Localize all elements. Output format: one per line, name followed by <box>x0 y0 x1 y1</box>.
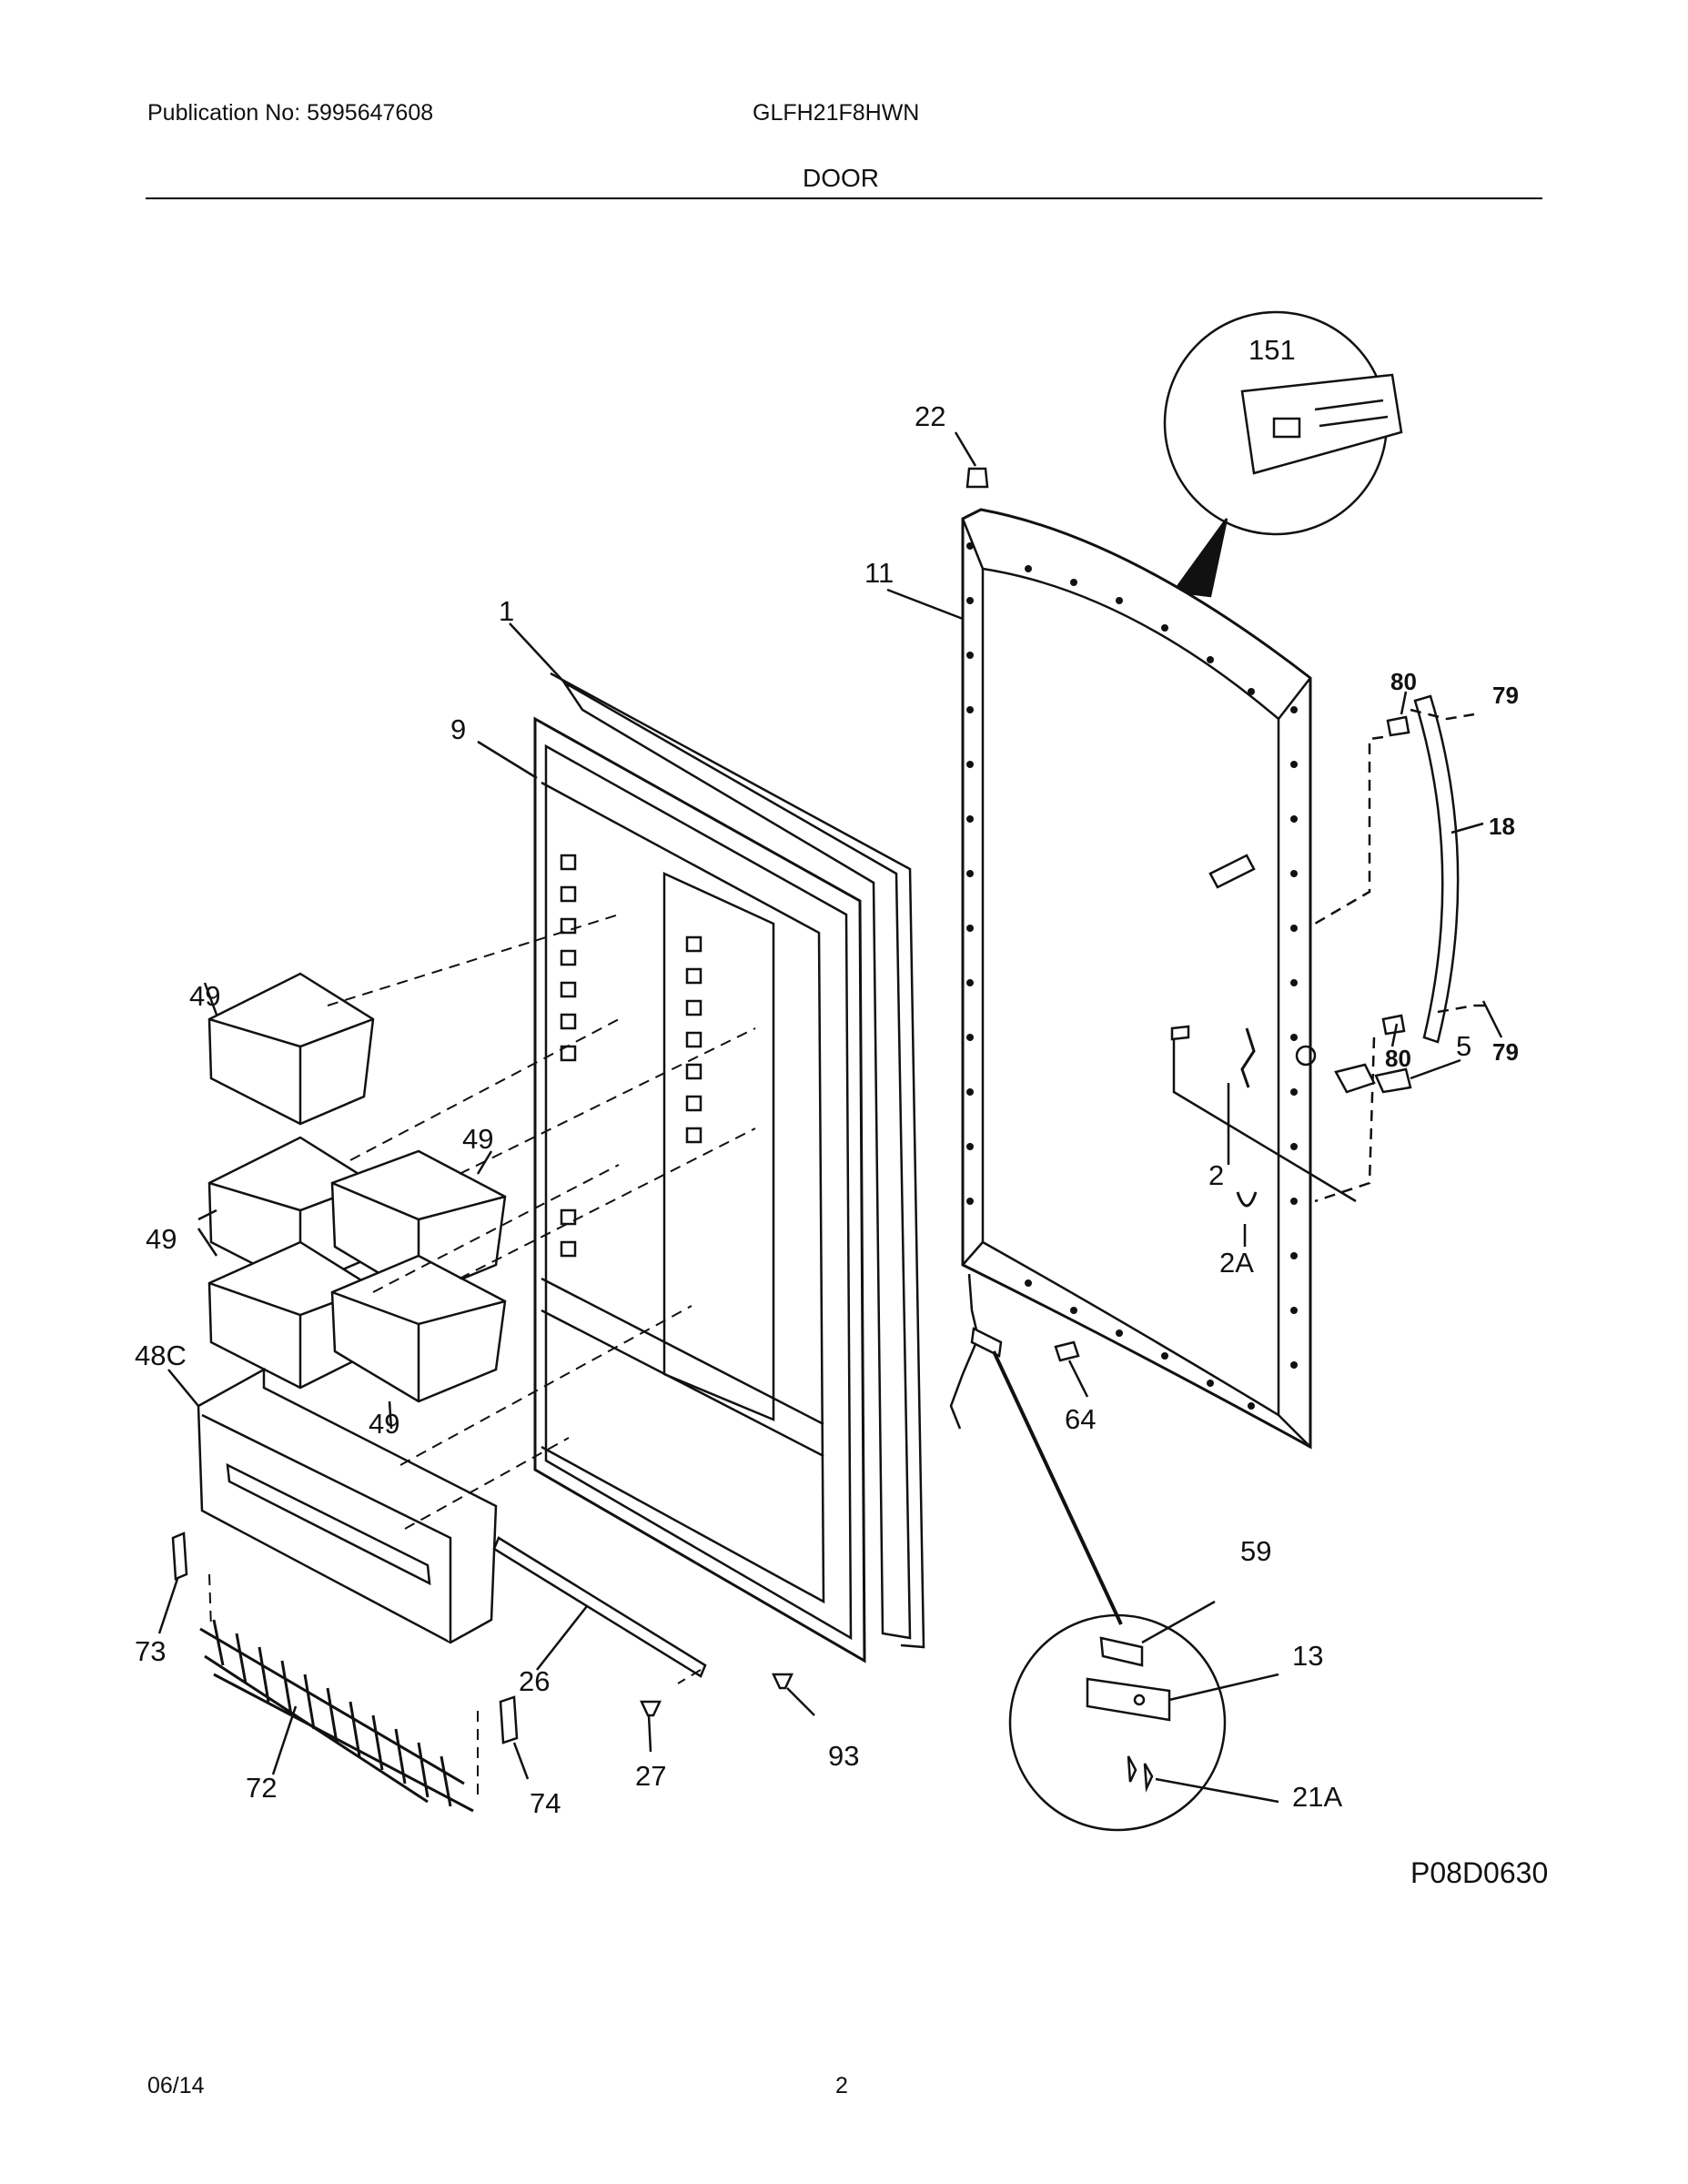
callout-72: 72 <box>246 1772 277 1804</box>
hinge-part <box>1054 1340 1080 1362</box>
figure-code: P08D0630 <box>1410 1856 1549 1889</box>
callout-2a: 2A <box>1219 1247 1254 1279</box>
door-bin-5 <box>330 1254 507 1403</box>
handle-screw-top <box>1386 715 1410 737</box>
callout-93: 93 <box>828 1740 859 1772</box>
rack-end-cap-right <box>499 1695 519 1744</box>
callout-79-bottom: 79 <box>1492 1038 1519 1066</box>
cap-part <box>965 467 989 489</box>
callout-59: 59 <box>1240 1535 1271 1567</box>
wire-rack <box>199 1619 474 1813</box>
callout-26: 26 <box>519 1665 550 1697</box>
control-panel-part <box>1240 373 1403 475</box>
callout-27: 27 <box>635 1760 666 1792</box>
screw-93 <box>772 1673 793 1690</box>
callout-21a: 21A <box>1292 1781 1342 1813</box>
callout-80-bottom: 80 <box>1385 1045 1411 1072</box>
page-number: 2 <box>835 2073 848 2098</box>
callout-79-top: 79 <box>1492 682 1519 709</box>
publication-number: Publication No: 5995647608 <box>147 100 434 126</box>
callout-1: 1 <box>499 595 514 627</box>
rack-end-cap-left <box>171 1532 188 1581</box>
liner-shelf-tabs <box>560 854 702 1258</box>
model-number: GLFH21F8HWN <box>753 100 920 126</box>
callout-18: 18 <box>1489 813 1515 840</box>
callout-49-bottom: 49 <box>369 1408 399 1440</box>
hinge-detail-circle <box>1008 1613 1227 1832</box>
callout-9: 9 <box>450 713 466 745</box>
door-bin-3 <box>330 1149 507 1299</box>
callout-2: 2 <box>1208 1159 1224 1191</box>
screw-27 <box>640 1700 662 1717</box>
handle-part <box>1413 694 1460 1044</box>
callout-13: 13 <box>1292 1640 1323 1672</box>
door-liner <box>533 716 866 1663</box>
callout-49-right: 49 <box>462 1123 493 1155</box>
callout-80-top: 80 <box>1390 668 1417 695</box>
header-rule <box>146 197 1542 199</box>
section-title: DOOR <box>803 164 879 192</box>
handle-screw-bottom <box>1381 1014 1406 1036</box>
callout-11: 11 <box>864 557 894 589</box>
callout-74: 74 <box>530 1787 561 1819</box>
callout-73: 73 <box>135 1635 166 1667</box>
door-shelf-48c <box>197 1367 498 1644</box>
callout-151: 151 <box>1248 334 1296 366</box>
detail-pointer <box>1171 518 1228 598</box>
footer-date: 06/14 <box>147 2073 205 2098</box>
door-bin-1 <box>207 972 375 1126</box>
callout-22: 22 <box>915 400 945 432</box>
callout-48c: 48C <box>135 1340 187 1371</box>
callout-64: 64 <box>1065 1403 1096 1435</box>
callout-49-left: 49 <box>146 1223 177 1255</box>
outer-door-panel <box>961 508 1312 1450</box>
door-bar <box>492 1536 707 1678</box>
door-gasket <box>550 672 925 1649</box>
callout-5: 5 <box>1456 1030 1471 1062</box>
lock-part <box>1334 1063 1376 1094</box>
door-panel-screw-holes <box>966 542 1298 1410</box>
callout-49-top: 49 <box>189 980 220 1012</box>
